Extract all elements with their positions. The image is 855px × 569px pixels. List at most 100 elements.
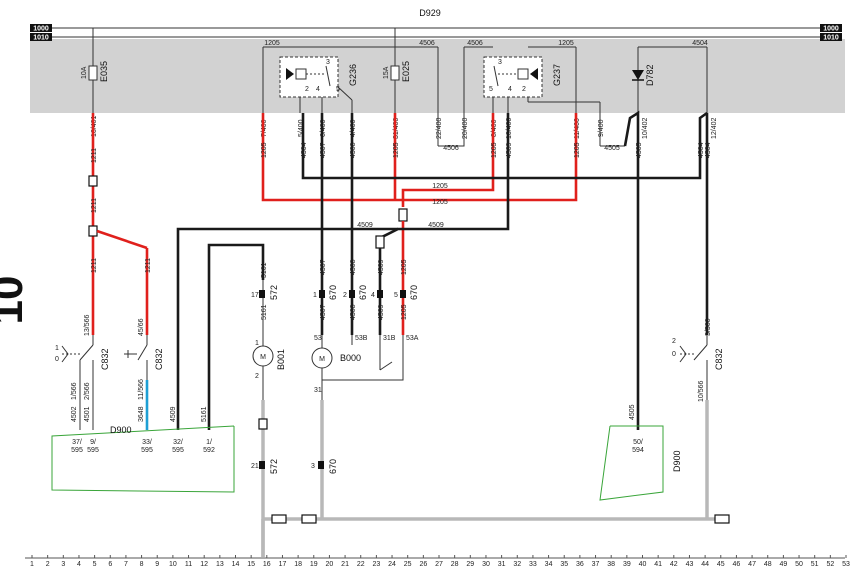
wire-4504-main bbox=[301, 111, 708, 180]
conn-670-d-pin: 5 bbox=[394, 292, 398, 299]
top-label: D929 bbox=[419, 8, 441, 18]
ruler-label: 24 bbox=[388, 561, 396, 568]
bus-label-right-bottom: 1010 bbox=[823, 35, 839, 42]
relay-g237-pin-5: 5 bbox=[489, 86, 493, 93]
ruler-label: 14 bbox=[232, 561, 240, 568]
seg-label-4: 6/400 bbox=[320, 119, 327, 137]
ruler-label: 50 bbox=[795, 561, 803, 568]
switch-c832-left-pin-0: 0 bbox=[55, 356, 59, 363]
top-wire-label-a: 1205 bbox=[264, 40, 280, 47]
splice-1211-b bbox=[88, 225, 98, 237]
wire-label-1205-a: 1205 bbox=[261, 142, 268, 158]
bus-label-right-top: 1000 bbox=[823, 26, 839, 33]
wire-4505 bbox=[623, 110, 640, 430]
switch-c832-left-pin-1: 1 bbox=[55, 345, 59, 352]
ruler-label: 25 bbox=[404, 561, 412, 568]
wire-1205-left bbox=[261, 113, 403, 202]
wire-label-4508-a: 4508 bbox=[350, 142, 357, 158]
relay-g237-pin-4: 4 bbox=[508, 86, 512, 93]
wire-label-4507-a: 4507 bbox=[320, 142, 327, 158]
wire-label-4509-c: 4509 bbox=[378, 304, 385, 320]
ruler-label: 16 bbox=[263, 561, 271, 568]
wire-label-1211-b: 1211 bbox=[91, 198, 98, 213]
wire-4509-g237 bbox=[379, 113, 510, 240]
switch-c832-left-actuator bbox=[61, 345, 69, 363]
seg-label-14: 12/402 bbox=[711, 117, 718, 139]
wire-label-3-566: 3/566 bbox=[705, 318, 712, 336]
top-wire-label-b: 4506 bbox=[419, 40, 435, 47]
switch-c832-right-blade bbox=[693, 344, 708, 361]
wire-label-4506: 4506 bbox=[443, 145, 459, 152]
switch-c832-mid-actuator bbox=[124, 350, 137, 358]
relay-g237-pin-3: 3 bbox=[498, 59, 502, 66]
wire-label-1211-a: 1211 bbox=[91, 148, 98, 163]
wire-label-4509-d900: 4509 bbox=[170, 406, 177, 422]
splice-b001-gray bbox=[258, 418, 268, 430]
conn-670-a bbox=[319, 290, 325, 298]
wire-label-1205-h1: 1205 bbox=[432, 183, 448, 190]
top-wire-label-c: 4506 bbox=[467, 40, 483, 47]
ground-splice-1 bbox=[271, 514, 287, 524]
wire-label-5161-d900: 5161 bbox=[201, 406, 208, 422]
wire-label-3648: 3648 bbox=[138, 406, 145, 422]
wire-label-4509-a: 4509 bbox=[506, 142, 513, 158]
wire-label-5161-a: 5161 bbox=[261, 262, 268, 278]
ruler-label: 43 bbox=[686, 561, 694, 568]
switch-c832-left-blade bbox=[79, 344, 94, 361]
ruler-label: 30 bbox=[482, 561, 490, 568]
d900-pin-1: 1/ bbox=[206, 439, 212, 446]
motor-b000-pin-53a: 53A bbox=[406, 335, 419, 342]
ruler-label: 46 bbox=[733, 561, 741, 568]
wire-4509-d900 bbox=[176, 227, 398, 430]
motor-b000-pin-31: 31 bbox=[314, 387, 322, 394]
ruler-label: 4 bbox=[77, 561, 81, 568]
motor-b000-pin-31b: 31B bbox=[383, 335, 396, 342]
wire-1205-right bbox=[403, 113, 578, 202]
wire-label-5161-b: 5161 bbox=[261, 304, 268, 320]
conn-572-a-pin: 17 bbox=[251, 292, 259, 299]
switch-c832-right-actuator bbox=[679, 345, 687, 363]
conn-572-a bbox=[259, 290, 265, 298]
ruler-label: 33 bbox=[529, 561, 537, 568]
switch-c832-mid-arm bbox=[137, 344, 148, 361]
ruler-label: 28 bbox=[451, 561, 459, 568]
wire-label-4501: 4501 bbox=[84, 406, 91, 422]
wire-label-45-66: 45/66 bbox=[138, 318, 145, 336]
d900-pin-32: 32/ bbox=[173, 439, 183, 446]
wire-label-1211-d: 1211 bbox=[145, 258, 152, 273]
d900-pin-37: 37/ bbox=[72, 439, 82, 446]
seg-label-8: 20/400 bbox=[462, 117, 469, 139]
ruler-label: 52 bbox=[826, 561, 834, 568]
splice-4509 bbox=[375, 235, 385, 249]
wire-label-10-566: 10/566 bbox=[698, 380, 705, 402]
switch-c832-right-pin-0: 0 bbox=[672, 351, 676, 358]
ruler-label: 41 bbox=[654, 561, 662, 568]
ruler-label: 17 bbox=[279, 561, 287, 568]
conn-572-b-pin: 21 bbox=[251, 463, 259, 470]
ruler-label: 44 bbox=[701, 561, 709, 568]
ruler-label: 20 bbox=[326, 561, 334, 568]
d900-pin-9-sub: 595 bbox=[87, 447, 99, 454]
ruler-label: 32 bbox=[513, 561, 521, 568]
seg-label-7: 22/400 bbox=[436, 117, 443, 139]
d900-right-pin-sub: 594 bbox=[632, 447, 644, 454]
wire-label-4502: 4502 bbox=[71, 406, 78, 422]
motor-b001-symbol: M bbox=[260, 354, 266, 361]
d900-pin-37-sub: 595 bbox=[71, 447, 83, 454]
seg-label-5: 4/400 bbox=[350, 119, 357, 137]
motor-b000-id: B000 bbox=[340, 353, 361, 363]
ruler-label: 10 bbox=[169, 561, 177, 568]
seg-label-10: 10/400 bbox=[506, 117, 513, 139]
ruler-label: 37 bbox=[592, 561, 600, 568]
ruler-label: 35 bbox=[560, 561, 568, 568]
ruler-label: 45 bbox=[717, 561, 725, 568]
d900-pin-9: 9/ bbox=[90, 439, 96, 446]
conn-670-a-pin: 1 bbox=[313, 292, 317, 299]
ground-splice-2 bbox=[301, 514, 317, 524]
wire-label-4507-c: 4507 bbox=[320, 304, 327, 320]
ruler-label: 21 bbox=[341, 561, 349, 568]
wire-1205-g237 bbox=[401, 113, 495, 207]
d900-pin-33-sub: 595 bbox=[141, 447, 153, 454]
